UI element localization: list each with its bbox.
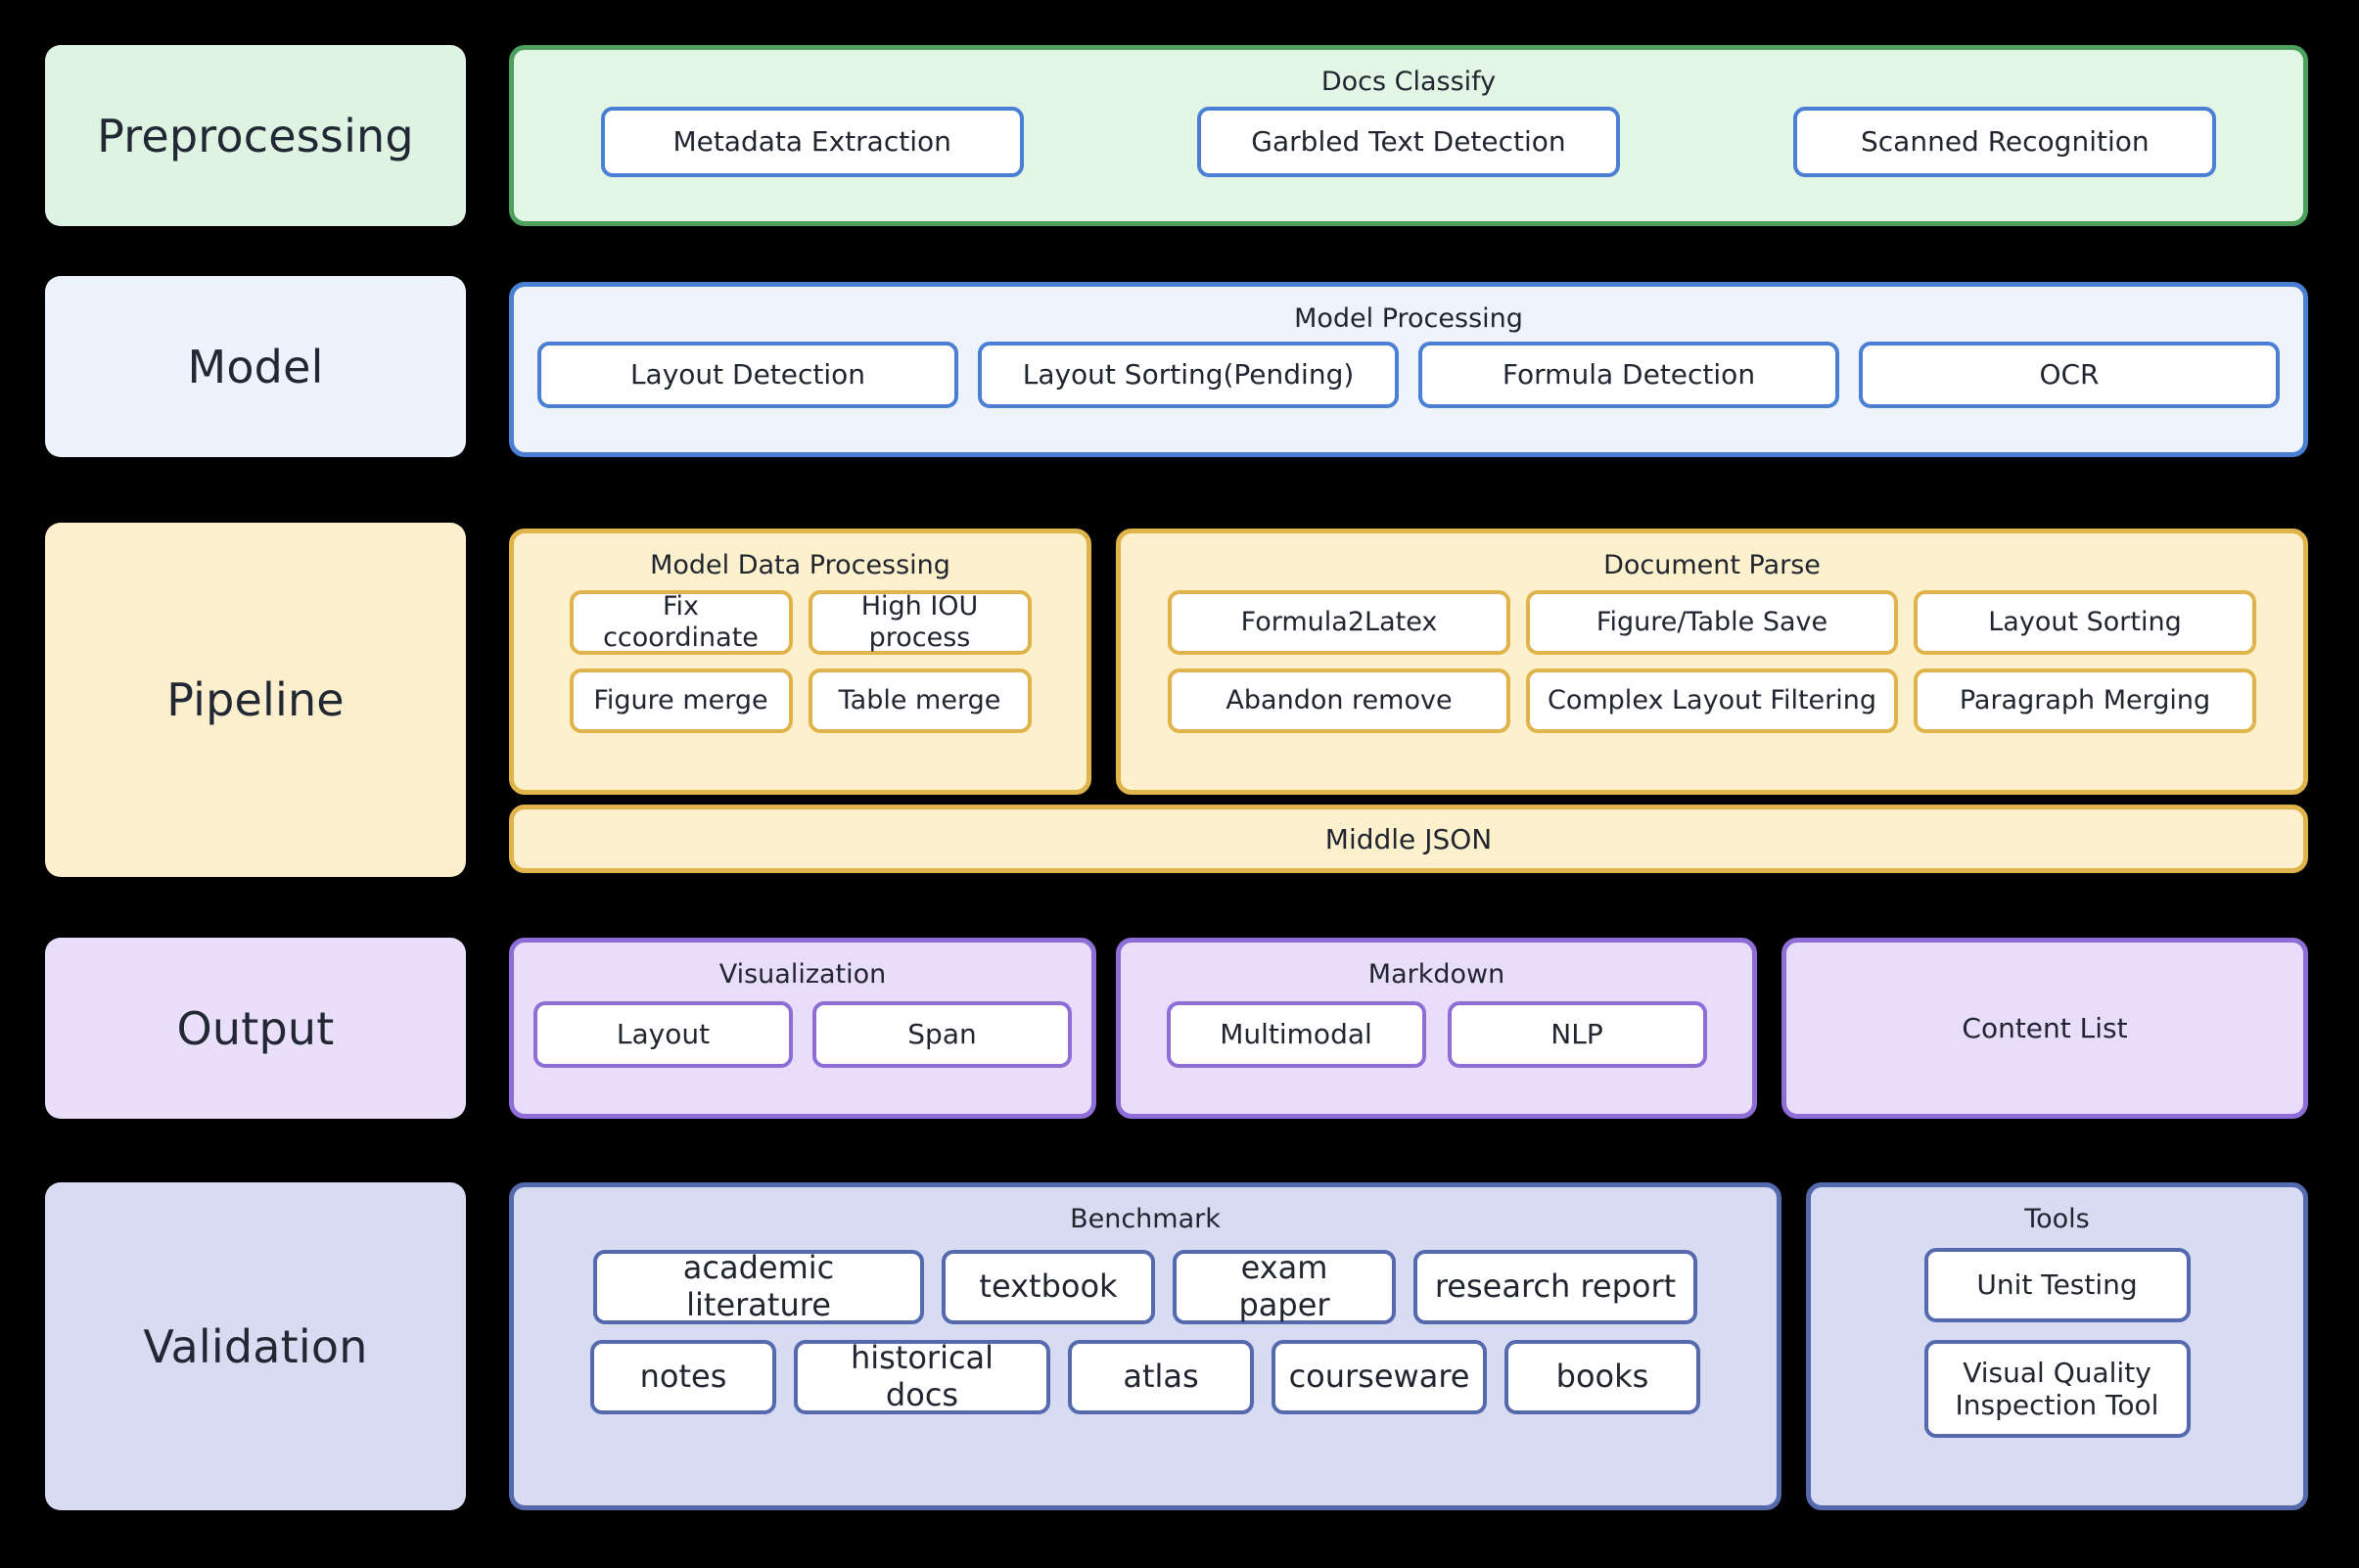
chip-row-docs-classify: Metadata Extraction Garbled Text Detecti… — [514, 106, 2303, 177]
group-benchmark: Benchmark academic literature textbook e… — [509, 1182, 1781, 1510]
chip-textbook[interactable]: textbook — [942, 1249, 1155, 1324]
chip-layout-detection[interactable]: Layout Detection — [537, 341, 958, 408]
group-content-list: Content List — [1781, 938, 2308, 1119]
chip-layout[interactable]: Layout — [533, 1000, 793, 1068]
group-title-model-data-processing: Model Data Processing — [650, 550, 950, 580]
group-document-parse: Document Parse Formula2Latex Figure/Tabl… — [1116, 529, 2308, 795]
chip-ocr[interactable]: OCR — [1859, 341, 2280, 408]
chip-layout-sorting[interactable]: Layout Sorting — [1914, 589, 2256, 655]
group-title-docs-classify: Docs Classify — [1320, 67, 1497, 97]
group-title-tools: Tools — [2024, 1204, 2090, 1234]
chip-notes[interactable]: notes — [590, 1339, 776, 1414]
group-model-data-processing: Model Data Processing Fix ccoordinate Hi… — [509, 529, 1091, 795]
group-title-document-parse: Document Parse — [1603, 550, 1821, 580]
group-docs-classify: Docs Classify Metadata Extraction Garble… — [509, 45, 2308, 226]
group-title-model-processing: Model Processing — [1294, 303, 1523, 334]
chip-academic-literature[interactable]: academic literature — [593, 1249, 924, 1324]
stage-label-pipeline: Pipeline — [45, 523, 466, 877]
chip-nlp[interactable]: NLP — [1447, 1000, 1707, 1068]
group-middle-json: Middle JSON — [509, 805, 2308, 873]
chip-row-model-data-processing: Fix ccoordinate High IOU process Figure … — [514, 589, 1087, 733]
chip-atlas[interactable]: atlas — [1068, 1339, 1254, 1414]
chip-row-model-processing: Layout Detection Layout Sorting(Pending)… — [514, 341, 2303, 408]
group-title-markdown: Markdown — [1367, 959, 1505, 990]
group-title-benchmark: Benchmark — [1070, 1204, 1221, 1234]
chip-row-markdown: Multimodal NLP — [1121, 1000, 1752, 1068]
group-title-middle-json: Middle JSON — [1324, 822, 1493, 855]
chip-metadata-extraction[interactable]: Metadata Extraction — [600, 106, 1024, 177]
group-visualization: Visualization Layout Span — [509, 938, 1096, 1119]
chip-row-visualization: Layout Span — [514, 1000, 1091, 1068]
chip-multimodal[interactable]: Multimodal — [1166, 1000, 1426, 1068]
group-model-processing: Model Processing Layout Detection Layout… — [509, 282, 2308, 457]
chip-historical-docs[interactable]: historical docs — [794, 1339, 1050, 1414]
group-title-visualization: Visualization — [718, 959, 887, 990]
group-markdown: Markdown Multimodal NLP — [1116, 938, 1757, 1119]
chip-paragraph-merging[interactable]: Paragraph Merging — [1914, 668, 2256, 733]
chip-courseware[interactable]: courseware — [1272, 1339, 1487, 1414]
chip-books[interactable]: books — [1504, 1339, 1700, 1414]
stage-label-model: Model — [45, 276, 466, 457]
chip-figure-table-save[interactable]: Figure/Table Save — [1526, 589, 1898, 655]
stage-label-preprocessing: Preprocessing — [45, 45, 466, 226]
chip-table-merge[interactable]: Table merge — [808, 668, 1032, 733]
chip-unit-testing[interactable]: Unit Testing — [1923, 1247, 2191, 1322]
chip-research-report[interactable]: research report — [1413, 1249, 1697, 1324]
chip-figure-merge[interactable]: Figure merge — [569, 668, 793, 733]
chip-scanned-recognition[interactable]: Scanned Recognition — [1793, 106, 2217, 177]
stage-label-validation: Validation — [45, 1182, 466, 1510]
stage-label-output: Output — [45, 938, 466, 1119]
chip-visual-quality-inspection-tool[interactable]: Visual Quality Inspection Tool — [1923, 1339, 2191, 1438]
chip-complex-layout-filtering[interactable]: Complex Layout Filtering — [1526, 668, 1898, 733]
group-tools: Tools Unit Testing Visual Quality Inspec… — [1806, 1182, 2308, 1510]
chip-garbled-text-detection[interactable]: Garbled Text Detection — [1196, 106, 1620, 177]
chip-layout-sorting-pending[interactable]: Layout Sorting(Pending) — [978, 341, 1399, 408]
chip-fix-ccoordinate[interactable]: Fix ccoordinate — [569, 589, 793, 655]
chip-exam-paper[interactable]: exam paper — [1173, 1249, 1396, 1324]
chip-formula2latex[interactable]: Formula2Latex — [1168, 589, 1510, 655]
chip-row-benchmark: academic literature textbook exam paper … — [514, 1249, 1777, 1414]
group-title-content-list: Content List — [1962, 1012, 2128, 1044]
chip-high-iou-process[interactable]: High IOU process — [808, 589, 1032, 655]
chip-abandon-remove[interactable]: Abandon remove — [1168, 668, 1510, 733]
chip-row-tools: Unit Testing Visual Quality Inspection T… — [1811, 1247, 2303, 1438]
chip-span[interactable]: Span — [812, 1000, 1072, 1068]
chip-row-document-parse: Formula2Latex Figure/Table Save Layout S… — [1121, 589, 2303, 733]
chip-formula-detection[interactable]: Formula Detection — [1418, 341, 1839, 408]
